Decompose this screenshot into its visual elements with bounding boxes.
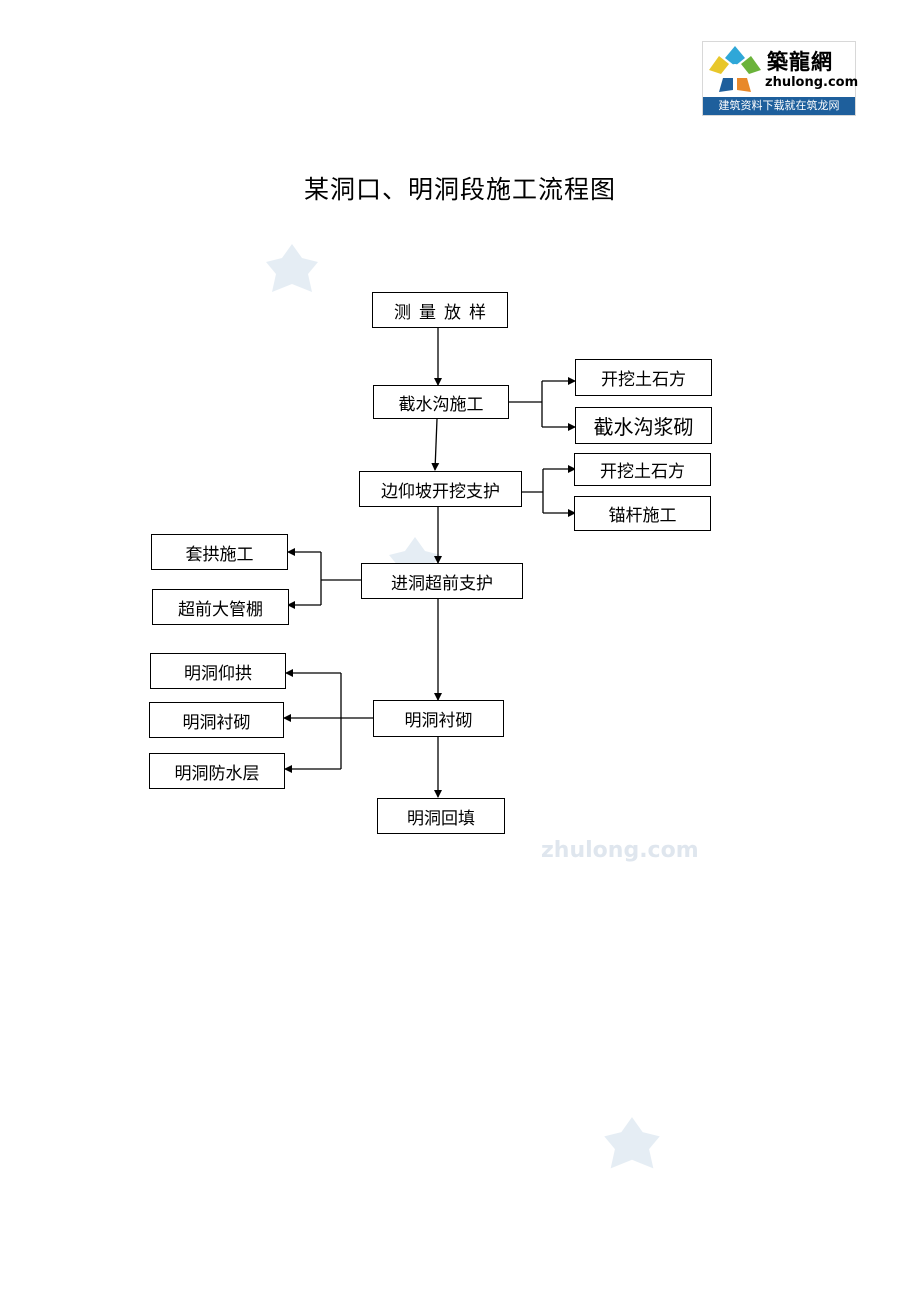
page-title: 某洞口、明洞段施工流程图 [303, 175, 616, 204]
branch-lining-sub: 明洞衬砌 [149, 702, 284, 738]
zhulong-logo-mark-icon [709, 46, 761, 92]
logo-name: 築龍網 [767, 49, 833, 74]
branch-arch-cover: 套拱施工 [151, 534, 288, 570]
branch-slope-anchor: 锚杆施工 [574, 496, 711, 531]
step-slope: 边仰坡开挖支护 [359, 471, 522, 507]
step-backfill: 明洞回填 [377, 798, 505, 834]
step-survey: 测量放样 [372, 292, 508, 328]
logo-url: zhulong.com [765, 75, 859, 90]
branch-pipe-roof: 超前大管棚 [152, 589, 289, 625]
watermark-snowflake-icon [266, 244, 318, 292]
arrow-ditch-to-slope [431, 418, 440, 471]
watermark-snowflake-icon [604, 1117, 660, 1169]
step-ditch: 截水沟施工 [373, 385, 509, 419]
step-lining: 明洞衬砌 [373, 700, 504, 737]
branch-ditch-masonry: 截水沟浆砌 [575, 407, 712, 444]
branch-waterproof: 明洞防水层 [149, 753, 285, 789]
step-advance: 进洞超前支护 [361, 563, 523, 599]
branch-ditch-excavation: 开挖土石方 [575, 359, 712, 396]
watermark-text: zhulong.com [541, 838, 699, 863]
branch-invert: 明洞仰拱 [150, 653, 286, 689]
logo-tagline: 建筑资料下载就在筑龙网 [703, 97, 855, 115]
zhulong-logo: 築龍網 zhulong.com 建筑资料下载就在筑龙网 [702, 41, 859, 116]
branch-slope-excavation: 开挖土石方 [574, 453, 711, 486]
